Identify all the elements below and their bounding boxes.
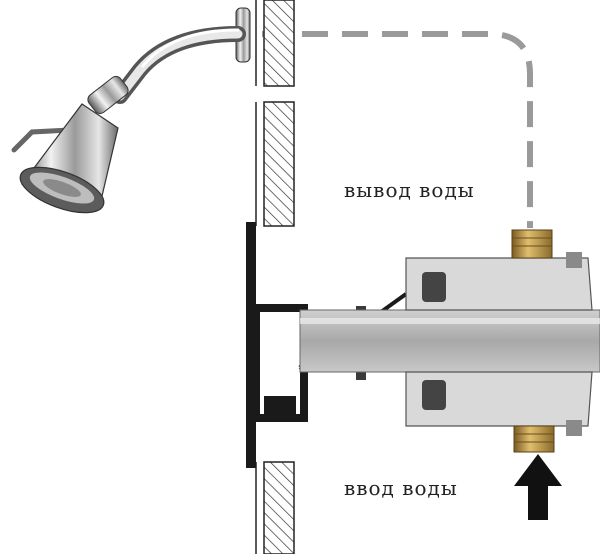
hidden-pipe-dashed: [262, 31, 533, 228]
inlet-arrow-icon: [514, 454, 562, 520]
outlet-fitting: [511, 229, 553, 259]
water-outlet-label: вывод воды: [344, 178, 475, 202]
shower-head: [11, 7, 251, 214]
wall-section: [255, 0, 295, 554]
mixer-valve-body: [405, 252, 593, 436]
water-inlet-label: ввод воды: [344, 476, 458, 500]
inlet-fitting: [513, 425, 555, 453]
